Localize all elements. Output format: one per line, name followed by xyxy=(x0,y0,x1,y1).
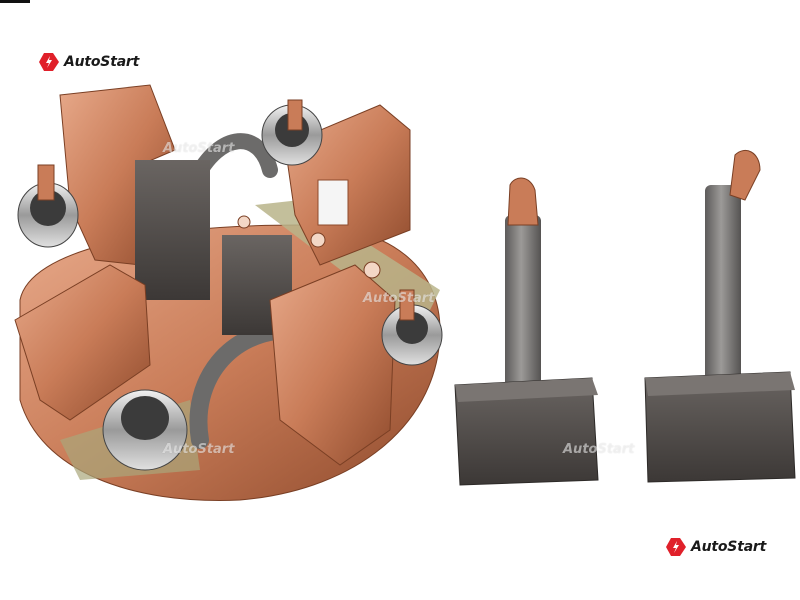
watermark: AutoStart xyxy=(563,442,635,457)
carbon-brush xyxy=(135,160,210,300)
insulator-strip xyxy=(255,200,440,330)
coil-spring-right xyxy=(381,289,443,366)
brand-name: AutoStart xyxy=(64,54,140,70)
autostart-logo-icon xyxy=(666,538,686,556)
loose-carbon-brush-1 xyxy=(454,177,599,486)
coil-spring-top xyxy=(261,99,323,166)
brand-logo-top: AutoStart xyxy=(38,52,139,72)
coil-spring-left xyxy=(17,164,79,248)
autostart-logo-icon xyxy=(39,53,59,71)
corner-tab xyxy=(0,0,30,3)
brand-name: AutoStart xyxy=(691,539,767,555)
loose-carbon-brush-2 xyxy=(644,150,796,483)
coil-spring-bottom xyxy=(102,389,188,471)
watermark: AutoStart xyxy=(363,291,435,306)
brush-holder-top-left xyxy=(59,84,210,300)
watermark: AutoStart xyxy=(163,141,235,156)
brand-logo-bottom: AutoStart xyxy=(665,537,766,557)
brush-holder-bottom-left xyxy=(14,264,151,421)
brush-holder-assembly xyxy=(14,84,443,501)
watermark: AutoStart xyxy=(163,442,235,457)
brush-holder-bottom-right xyxy=(222,235,396,466)
